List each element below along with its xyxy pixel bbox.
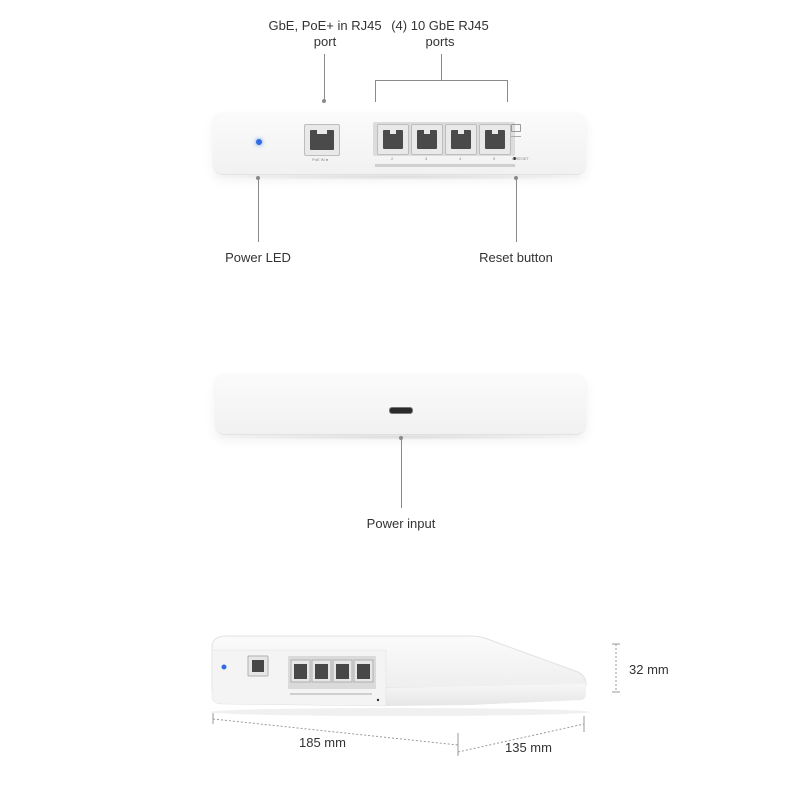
speed-indicator-icon <box>511 136 521 137</box>
rj45-port-4 <box>445 124 477 155</box>
perspective-power-led-icon <box>221 664 227 670</box>
rj45-port-2 <box>377 124 409 155</box>
poe-in-callout-line2: port <box>313 34 337 49</box>
poe-in-callout-line1: GbE, PoE+ in RJ45 <box>268 18 382 33</box>
power-input-leader-line <box>401 438 402 508</box>
depth-dimension-label: 135 mm <box>505 740 552 755</box>
power-led-icon <box>256 139 262 145</box>
ten-gbe-bracket-top <box>375 80 508 81</box>
status-indicator-icon <box>511 124 521 132</box>
ten-gbe-callout-line1: (4) 10 GbE RJ45 <box>391 18 489 33</box>
port-number-2: 2 <box>391 156 394 161</box>
poe-in-leader-dot <box>322 99 326 103</box>
ten-gbe-bracket-right <box>507 80 508 102</box>
power-led-leader-line <box>258 178 259 242</box>
reset-panel-label: ● RESET <box>512 156 529 161</box>
ten-gbe-port-bar <box>375 164 515 167</box>
power-led-callout: Power LED <box>225 250 291 265</box>
usb-c-power-port <box>389 407 413 414</box>
port-number-5: 5 <box>493 156 496 161</box>
power-input-callout: Power input <box>366 516 436 531</box>
reset-leader-line <box>516 178 517 242</box>
switch-front-panel: PoE IN ● 2 3 4 5 ● RESET <box>213 112 586 174</box>
poe-in-panel-label: PoE IN ● <box>312 157 329 162</box>
switch-rear-panel <box>215 373 586 434</box>
port-number-4: 4 <box>459 156 462 161</box>
reset-button-callout: Reset button <box>479 250 553 265</box>
rj45-port-3 <box>411 124 443 155</box>
poe-in-port-callout: GbE, PoE+ in RJ45 port <box>250 18 400 50</box>
rj45-port-5 <box>479 124 511 155</box>
poe-in-leader-line <box>324 54 325 100</box>
ten-gbe-bracket-left <box>375 80 376 102</box>
poe-in-rj45-port <box>304 124 340 156</box>
width-dimension-label: 185 mm <box>299 735 346 750</box>
height-dimension-label: 32 mm <box>629 662 669 677</box>
ten-gbe-callout-line2: ports <box>425 34 455 49</box>
port-number-3: 3 <box>425 156 428 161</box>
front-floor-shadow <box>200 174 600 180</box>
reset-button[interactable] <box>513 157 516 160</box>
ten-gbe-ports-callout: (4) 10 GbE RJ45 ports <box>370 18 510 50</box>
ten-gbe-leader-line <box>441 54 442 80</box>
